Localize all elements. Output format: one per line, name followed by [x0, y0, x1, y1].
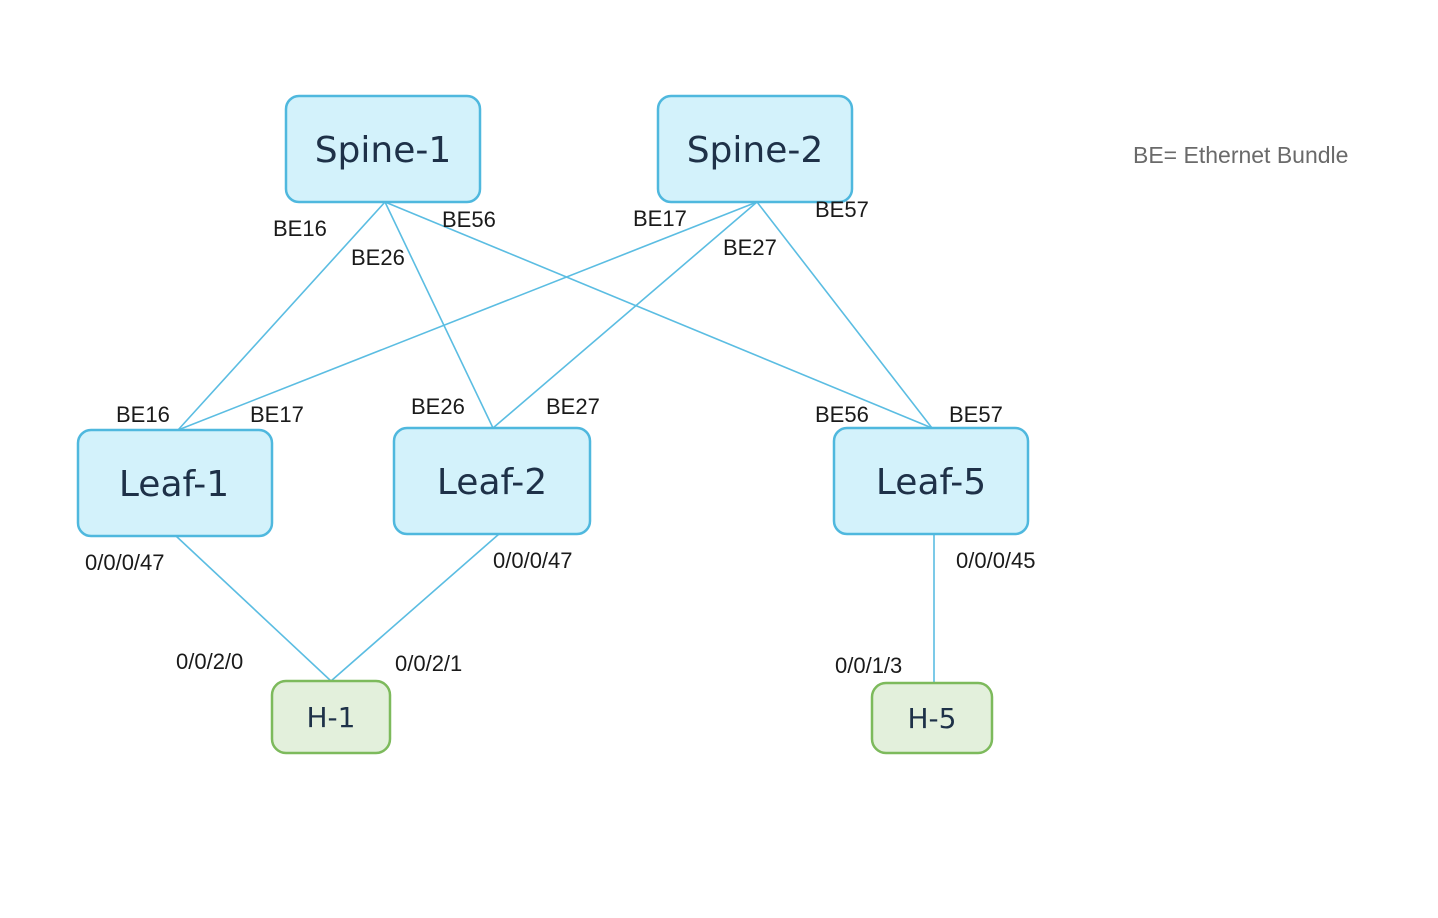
link-leaf1-h1	[175, 535, 332, 682]
link-spine1-leaf2	[384, 201, 494, 429]
port-label-h1-0-0-2-0: 0/0/2/0	[176, 649, 243, 674]
port-label-spine1-be56: BE56	[442, 207, 496, 232]
port-label-spine1-be16: BE16	[273, 216, 327, 241]
port-label-h1-0-0-2-1: 0/0/2/1	[395, 651, 462, 676]
port-label-h5-0-0-1-3: 0/0/1/3	[835, 653, 902, 678]
port-label-leaf2-be26: BE26	[411, 394, 465, 419]
port-label-leaf2-be27: BE27	[546, 394, 600, 419]
link-spine1-leaf5	[384, 201, 933, 429]
node-spine-1[interactable]: Spine-1	[284, 94, 482, 204]
link-spine2-leaf2	[492, 201, 758, 429]
node-label: Leaf-1	[119, 464, 229, 505]
port-label-leaf1-be17: BE17	[250, 402, 304, 427]
port-label-spine1-be26: BE26	[351, 245, 405, 270]
links-layer	[175, 201, 935, 683]
node-leaf-2[interactable]: Leaf-2	[392, 426, 592, 536]
port-label-leaf5-be57: BE57	[949, 402, 1003, 427]
port-label-leaf2-0-0-0-47: 0/0/0/47	[493, 548, 573, 573]
port-label-leaf1-be16: BE16	[116, 402, 170, 427]
node-host-h5[interactable]: H-5	[870, 681, 994, 755]
legend-text: BE= Ethernet Bundle	[1133, 142, 1348, 168]
link-spine2-leaf5	[756, 201, 933, 429]
port-label-spine2-be17: BE17	[633, 206, 687, 231]
port-label-leaf5-be56: BE56	[815, 402, 869, 427]
port-label-spine2-be27: BE27	[723, 235, 777, 260]
node-host-h1[interactable]: H-1	[270, 679, 392, 755]
node-label: H-1	[307, 701, 356, 734]
port-label-leaf5-0-0-0-45: 0/0/0/45	[956, 548, 1036, 573]
node-label: Leaf-2	[437, 462, 547, 503]
node-label: Leaf-5	[876, 462, 986, 503]
port-label-leaf1-0-0-0-47: 0/0/0/47	[85, 550, 165, 575]
port-labels: BE16 BE26 BE56 BE17 BE27 BE57 BE16 BE17 …	[85, 197, 1036, 678]
link-leaf2-h1	[330, 533, 500, 682]
link-spine1-leaf1	[177, 201, 386, 431]
node-leaf-5[interactable]: Leaf-5	[832, 426, 1030, 536]
node-label: Spine-1	[315, 130, 452, 171]
node-label: Spine-2	[687, 130, 824, 171]
node-leaf-1[interactable]: Leaf-1	[76, 428, 274, 538]
link-spine2-leaf1	[177, 201, 758, 431]
node-spine-2[interactable]: Spine-2	[656, 94, 854, 204]
node-label: H-5	[908, 702, 957, 735]
port-label-spine2-be57: BE57	[815, 197, 869, 222]
